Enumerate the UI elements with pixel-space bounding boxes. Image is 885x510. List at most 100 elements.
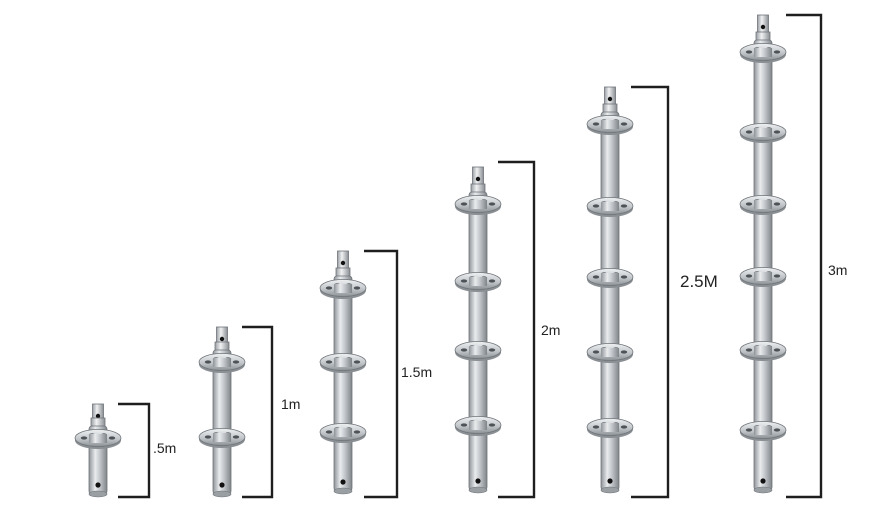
length-label: 1m [281,396,301,412]
rosette-hole [204,435,212,439]
rosette-hole [325,286,333,290]
tube-end [600,486,620,494]
tube-through-rosette [213,358,231,367]
rosette [739,123,787,143]
dimension-bracket [118,402,151,499]
dimension-bracket [242,325,274,499]
bottom-bolt-hole [607,478,613,484]
rosette [739,43,787,63]
rosette-hole [745,50,753,54]
tube-through-rosette [213,433,231,442]
bottom-bolt-hole [760,478,766,484]
tube [468,191,488,491]
spigot-pin-hole [219,336,225,342]
tube-end [333,487,353,495]
rosette [586,115,634,135]
length-label: 3m [828,262,848,278]
tube-end [753,486,773,494]
rosette-hole [460,348,468,352]
tube-through-rosette [754,346,772,355]
tube-through-rosette [469,200,487,209]
length-label: 2m [541,322,561,338]
rosette [586,268,634,288]
spigot-pin-hole [475,176,481,182]
rosette-hole [745,202,753,206]
rosette-hole [488,202,496,206]
rosette-hole [353,430,361,434]
rosette [74,429,122,449]
spigot-pin-hole [95,413,101,419]
spigot [604,86,616,107]
spigot [216,326,228,345]
tube-through-rosette [469,277,487,286]
tube-through-rosette [754,200,772,209]
rosette-hole [773,274,781,278]
rosette [319,353,367,373]
scaffold-standard [198,325,274,499]
rosette [319,423,367,443]
tube-end [468,486,488,494]
scaffold-standard [454,160,536,499]
rosette-hole [204,360,212,364]
tube-through-rosette [754,48,772,57]
tube-through-rosette [601,348,619,357]
rosette-hole [592,425,600,429]
rosette [454,416,502,436]
spigot-pin-hole [760,24,766,30]
rosette [319,279,367,299]
spigot [472,166,484,187]
rosette-hole [353,286,361,290]
rosette-hole [460,423,468,427]
length-label: 2.5M [680,271,718,291]
bottom-bolt-hole [219,482,225,488]
rosette-hole [745,348,753,352]
tube-through-rosette [334,284,352,293]
rosette-hole [745,428,753,432]
tube [333,275,353,492]
scaffold-standard [739,13,823,499]
length-label: .5m [153,440,177,456]
rosette [739,421,787,441]
rosette-hole [773,130,781,134]
spigot [337,250,349,271]
tube-end [88,490,108,498]
rosette-hole [620,204,628,208]
rosette-hole [620,122,628,126]
rosette [586,418,634,438]
rosette [454,341,502,361]
tube-through-rosette [89,434,107,443]
dimension-bracket [498,160,536,499]
length-label: 1.5m [401,364,433,380]
rosette-hole [745,274,753,278]
rosette [586,343,634,363]
scaffold-standard [586,85,670,499]
rosette-hole [773,428,781,432]
rosette-hole [353,360,361,364]
rosette-hole [745,130,753,134]
tube-through-rosette [754,272,772,281]
rosette-hole [325,360,333,364]
spigot-pin-hole [607,96,613,102]
tube-through-rosette [601,273,619,282]
rosette-hole [232,360,240,364]
rosette-hole [773,50,781,54]
bottom-bolt-hole [340,479,346,485]
tube-through-rosette [601,202,619,211]
rosette-hole [620,425,628,429]
bottom-bolt-hole [95,482,101,488]
rosette [586,197,634,217]
tube-through-rosette [601,120,619,129]
rosette-hole [488,348,496,352]
tube-through-rosette [754,426,772,435]
rosette [739,267,787,287]
rosette [198,353,246,373]
tube-end [212,490,232,498]
rosette-hole [620,350,628,354]
rosette-hole [108,436,116,440]
rosette-hole [325,430,333,434]
tube-through-rosette [754,128,772,137]
rosette [739,195,787,215]
tube-through-rosette [334,428,352,437]
rosette-hole [773,348,781,352]
